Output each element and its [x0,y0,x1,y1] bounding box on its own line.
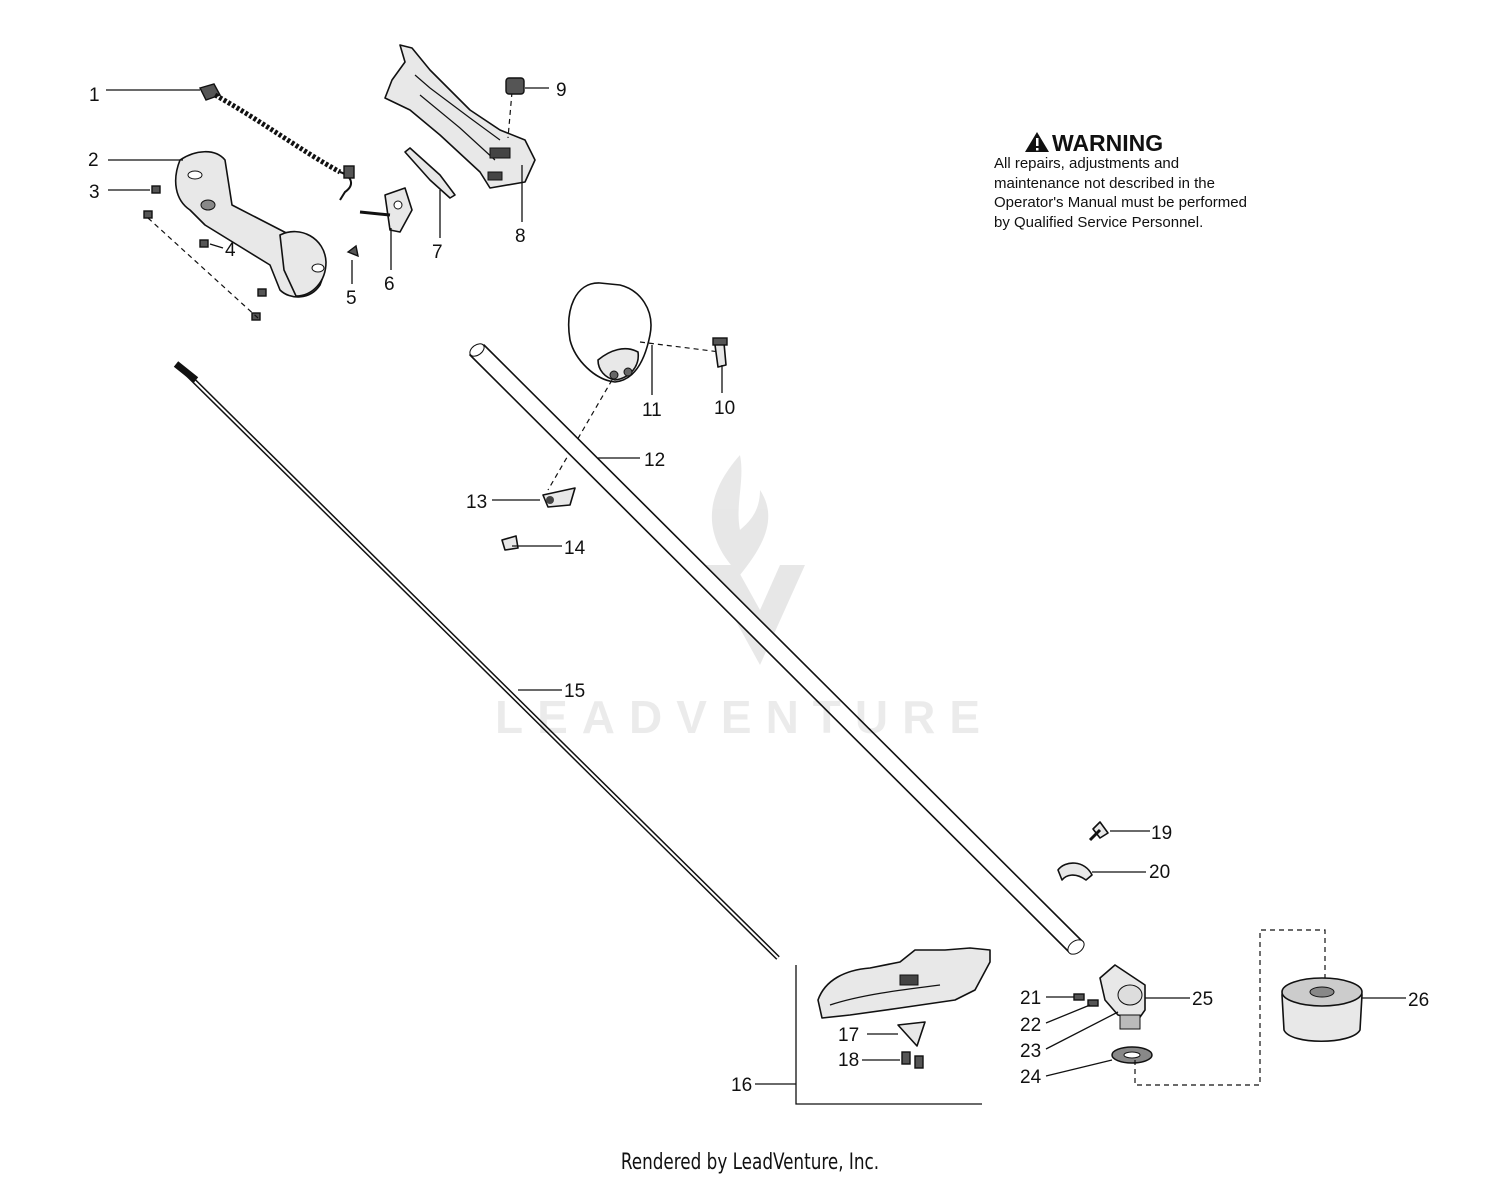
drive-tube [469,343,1085,955]
callout-18: 18 [838,1050,859,1071]
throttle-cable [198,83,355,201]
callout-25: 25 [1192,989,1213,1010]
loop-handle [568,282,652,383]
screw [901,1051,924,1069]
line-cutter-blade [897,1021,926,1047]
button-cap [505,77,525,95]
callout-12: 12 [644,450,665,471]
trimmer-head [1281,977,1363,1043]
handle-housing [174,150,327,298]
callout-26: 26 [1408,990,1429,1011]
callout-3: 3 [89,182,100,203]
handle-half [384,44,536,189]
spring-clip [346,244,359,258]
callout-22: 22 [1020,1015,1041,1036]
callout-16: 16 [731,1075,752,1096]
callout-9: 9 [556,80,567,101]
callout-20: 20 [1149,862,1170,883]
washer [1111,1046,1153,1064]
callout-17: 17 [838,1025,859,1046]
callout-14: 14 [564,538,586,559]
warning-triangle-icon [1025,132,1049,152]
screw [257,288,267,297]
callout-10: 10 [714,398,735,419]
callout-24: 24 [1020,1067,1042,1088]
throttle-lever [404,147,456,199]
screw [1088,821,1109,842]
handle-clamp [542,487,576,508]
callout-2: 2 [88,150,99,171]
callout-5: 5 [346,288,357,309]
callout-4: 4 [225,240,236,261]
throttle-trigger [359,187,413,233]
drive-shaft [173,361,780,960]
warning-text: All repairs, adjustments and maintenance… [994,155,1247,231]
guard-clamp [1057,862,1093,881]
screw [143,210,153,219]
trimmer-guard [817,947,991,1019]
watermark-text: LEADVENTURE [495,691,995,743]
callout-19: 19 [1151,823,1172,844]
callout-23: 23 [1020,1041,1041,1062]
screw [199,239,209,248]
callout-7: 7 [432,242,443,263]
callout-8: 8 [515,226,526,247]
gear-head [1099,964,1146,1030]
callout-13: 13 [466,492,487,513]
screw [1087,999,1099,1007]
footer-credit: Rendered by LeadVenture, Inc. [620,1150,880,1175]
callout-11: 11 [642,400,662,421]
screw [1073,993,1085,1001]
callout-1: 1 [89,85,100,106]
lock-nut [501,535,519,551]
callout-6: 6 [384,274,395,295]
screw [151,185,161,194]
warning-title: WARNING [1052,130,1164,156]
callout-21: 21 [1020,988,1041,1009]
callout-15: 15 [564,681,585,702]
screw [712,337,728,368]
